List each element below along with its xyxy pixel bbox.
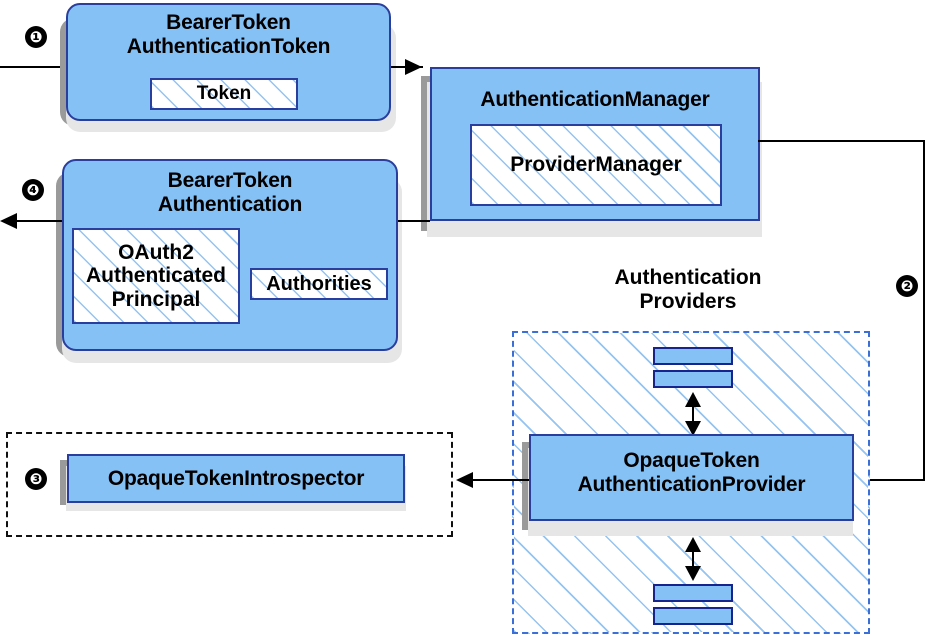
arrowhead-provider-bottom-up [685, 537, 701, 552]
arrowhead-authentication-out [0, 213, 17, 229]
inner-box-provider-manager[interactable]: ProviderManager [470, 124, 722, 206]
arrowhead-provider-top-down [685, 421, 701, 436]
connector-provider-bottom [692, 541, 694, 574]
step-badge-1: ❶ [25, 26, 47, 48]
connector-provider-to-introspector [470, 479, 529, 481]
provider-bar-bottom-2 [653, 607, 733, 625]
provider-bar-top-2 [653, 370, 733, 388]
provider-bar-bottom-1 [653, 584, 733, 602]
node-title-bearer-token-authentication: BearerToken Authentication [157, 169, 303, 216]
step-badge-3: ❸ [25, 468, 47, 490]
connector-provider-top [692, 396, 694, 429]
step-badge-4: ❹ [22, 179, 44, 201]
inner-box-authorities[interactable]: Authorities [250, 268, 388, 300]
node-title-opaque-token-authentication-provider: OpaqueToken AuthenticationProvider [577, 449, 806, 496]
group-opaque-token-introspector [6, 432, 453, 537]
node-title-opaque-token-introspector: OpaqueTokenIntrospector [107, 466, 365, 490]
inner-box-oauth2-authenticated-principal[interactable]: OAuth2 Authenticated Principal [72, 228, 240, 324]
node-opaque-token-authentication-provider[interactable]: OpaqueToken AuthenticationProvider [529, 434, 854, 521]
arrowhead-provider-top-up [685, 392, 701, 407]
connector-manager-to-provider-vertical [923, 140, 925, 481]
node-title-authentication-manager: AuthenticationManager [480, 88, 710, 111]
arrowhead-provider-bottom-down [685, 566, 701, 581]
connector-manager-to-provider-bottom [866, 479, 925, 481]
connector-manager-to-authentication [398, 220, 430, 222]
provider-bar-top-1 [653, 347, 733, 365]
arrowhead-token-to-manager [405, 59, 422, 75]
connector-request-in [0, 66, 66, 68]
group-label-authentication-providers: Authentication Providers [614, 266, 762, 313]
inner-box-token[interactable]: Token [150, 78, 298, 110]
arrowhead-provider-to-introspector [456, 472, 473, 488]
node-title-bearer-token-authentication-token: BearerToken AuthenticationToken [126, 11, 331, 58]
connector-authentication-out [10, 220, 62, 222]
step-badge-2: ❷ [896, 275, 918, 297]
node-opaque-token-introspector[interactable]: OpaqueTokenIntrospector [67, 454, 405, 503]
connector-manager-to-provider-top [758, 140, 925, 142]
